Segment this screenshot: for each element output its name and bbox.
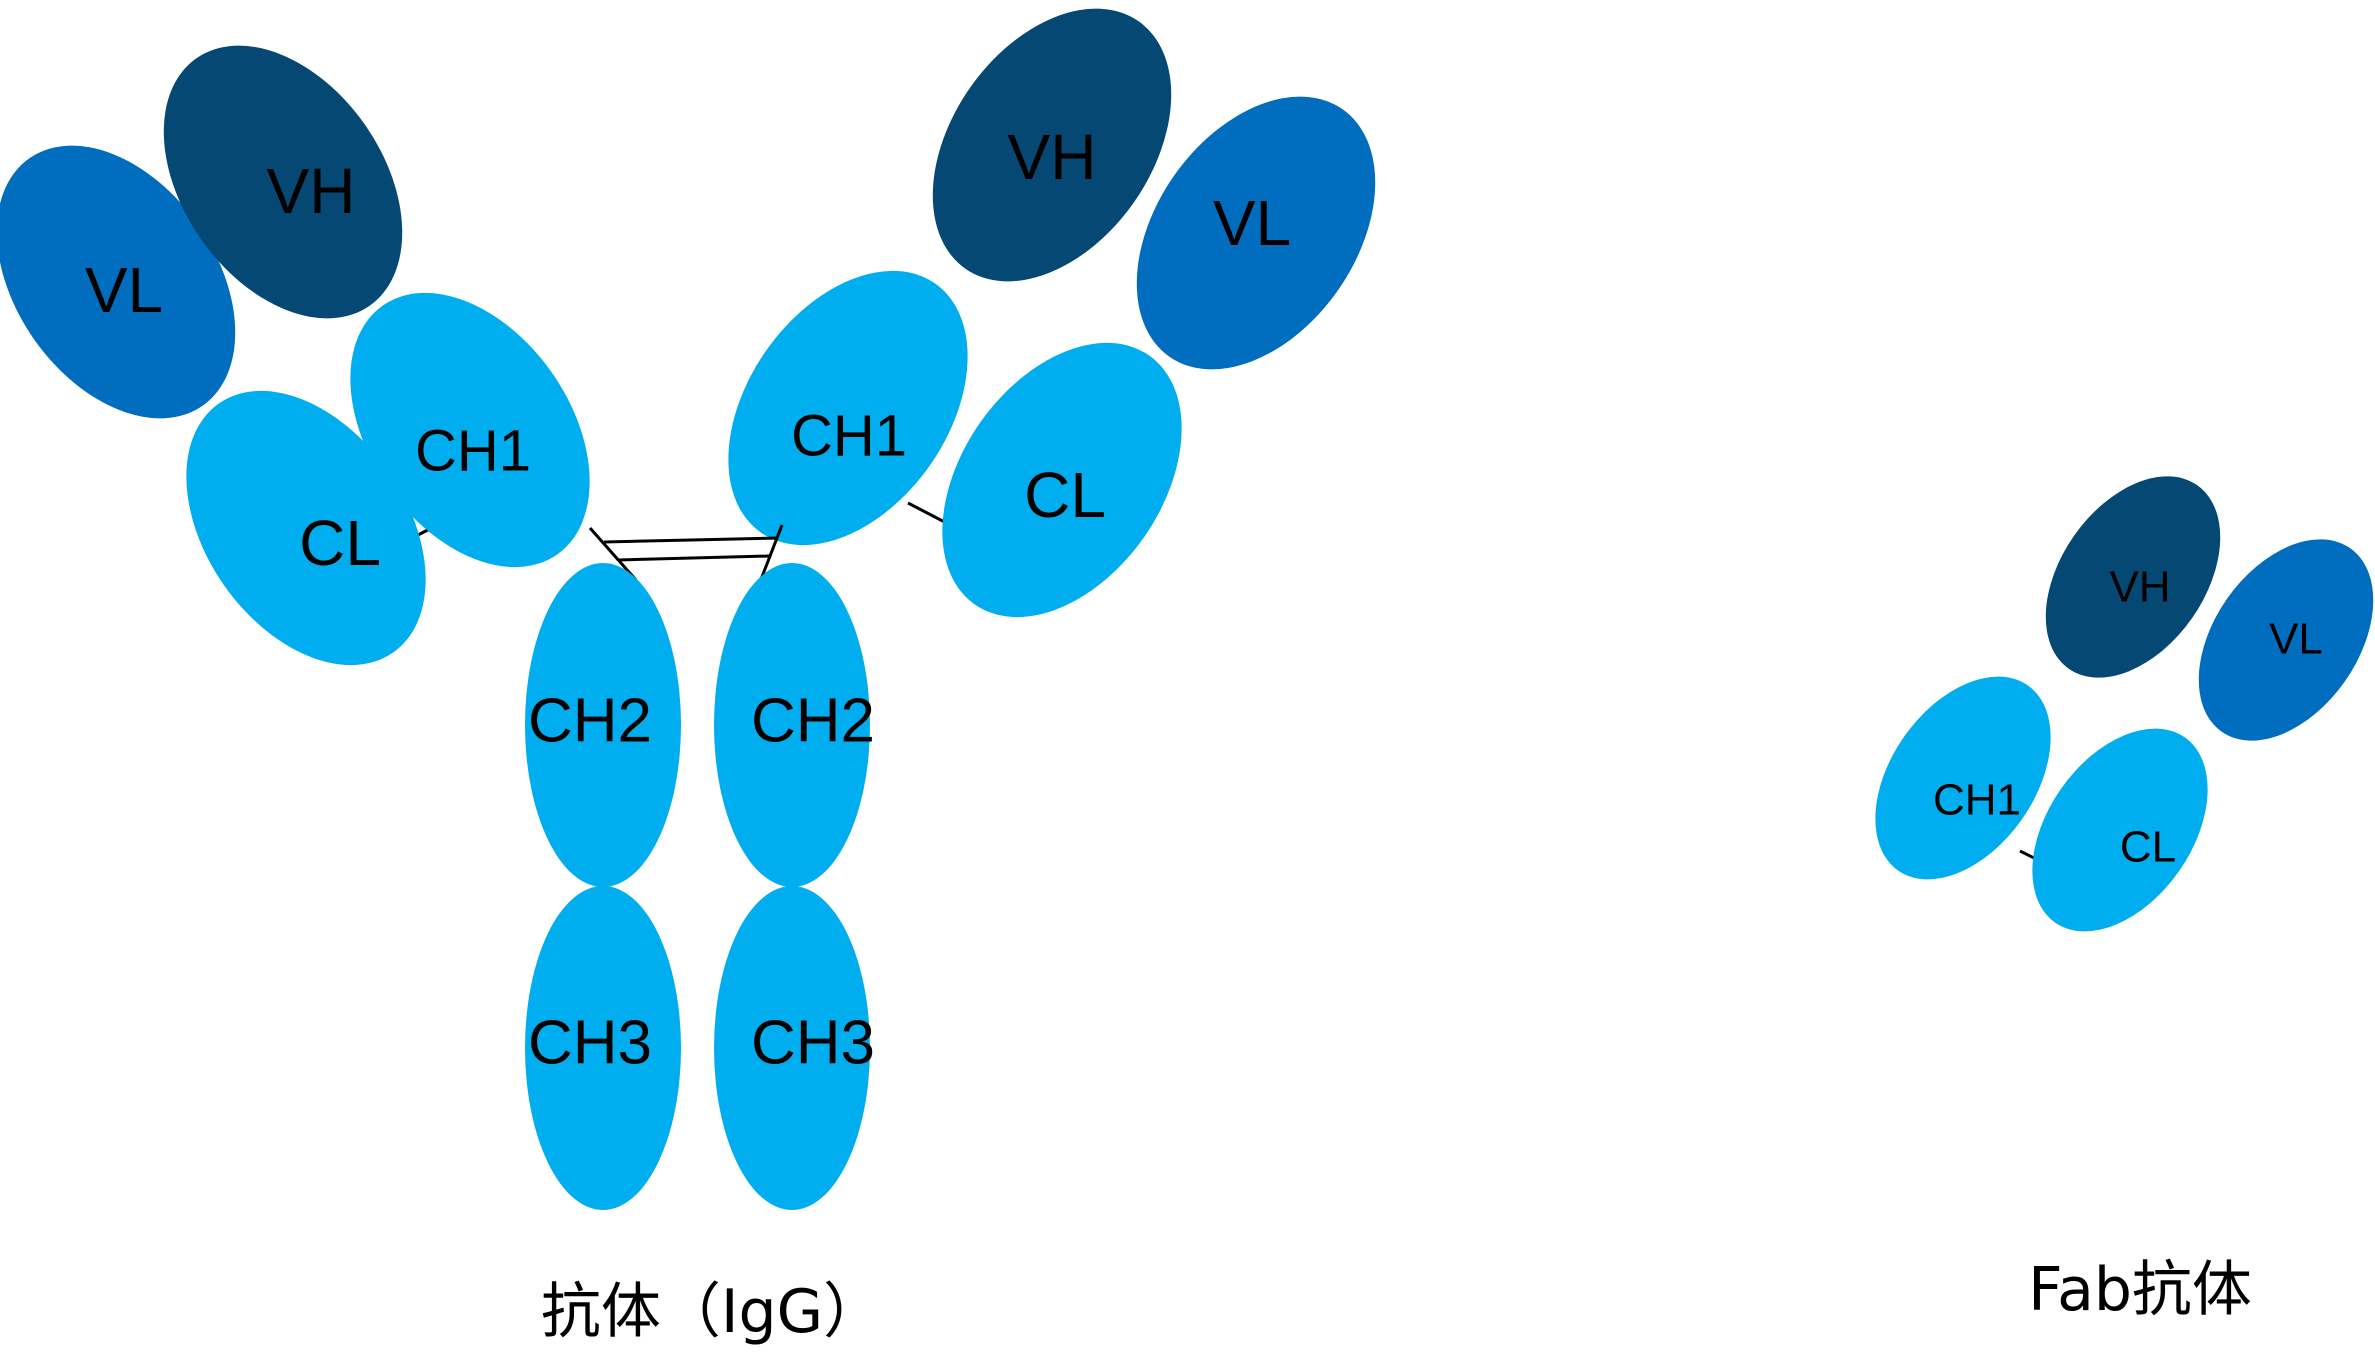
left-vh-label: VH <box>267 155 356 227</box>
right-vh-label: VH <box>1008 121 1097 193</box>
left-ch1-domain <box>350 292 590 568</box>
hinge-left-strand <box>588 527 638 581</box>
left-ch1-label: CH1 <box>415 418 531 483</box>
right-ch1-label: CH1 <box>791 403 907 468</box>
igg-hinge <box>588 524 784 583</box>
left-ch2-domain <box>525 563 681 887</box>
right-ch2-label: CH2 <box>751 686 875 755</box>
right-ch3-label: CH3 <box>751 1008 875 1077</box>
fab-vl-domain <box>2198 539 2374 741</box>
right-vl-label: VL <box>1213 187 1291 259</box>
left-vh-domain <box>163 45 403 319</box>
left-vl-domain <box>0 145 236 419</box>
igg-right-arm: VH VL CH1 CL <box>728 8 1376 618</box>
right-cl-label: CL <box>1024 459 1106 531</box>
igg-left-arm: VL VH CL CH1 <box>0 45 590 666</box>
igg-fc-region: CH2 CH2 CH3 CH3 <box>525 563 875 1210</box>
fab-cl-label: CL <box>2120 823 2176 872</box>
igg-caption: 抗体（IgG） <box>541 1277 883 1347</box>
right-vh-domain <box>932 8 1172 282</box>
hinge-disulfide-bond-2 <box>617 554 771 562</box>
fab-ch1-label: CH1 <box>1933 776 2021 825</box>
fab-vh-domain <box>2045 476 2221 678</box>
right-ch1-domain <box>728 270 968 546</box>
fab-vh-label: VH <box>2109 563 2170 612</box>
right-ch3-domain <box>714 886 870 1210</box>
left-ch2-label: CH2 <box>528 686 652 755</box>
fab-fragment: VH VL CH1 CL <box>1875 476 2374 932</box>
hinge-right-strand <box>758 524 784 583</box>
right-ch2-domain <box>714 563 870 887</box>
left-ch3-label: CH3 <box>528 1008 652 1077</box>
left-cl-domain <box>186 390 426 666</box>
hinge-disulfide-bond-1 <box>603 536 779 544</box>
right-cl-domain <box>942 342 1182 618</box>
fab-ch1-domain <box>1875 676 2051 880</box>
right-vl-domain <box>1136 96 1376 370</box>
fab-caption: Fab抗体 <box>2028 1255 2252 1325</box>
left-cl-label: CL <box>299 507 381 579</box>
fab-cl-domain <box>2032 728 2208 932</box>
left-vl-label: VL <box>85 254 163 326</box>
fab-vl-label: VL <box>2269 615 2323 664</box>
left-ch3-domain <box>525 886 681 1210</box>
